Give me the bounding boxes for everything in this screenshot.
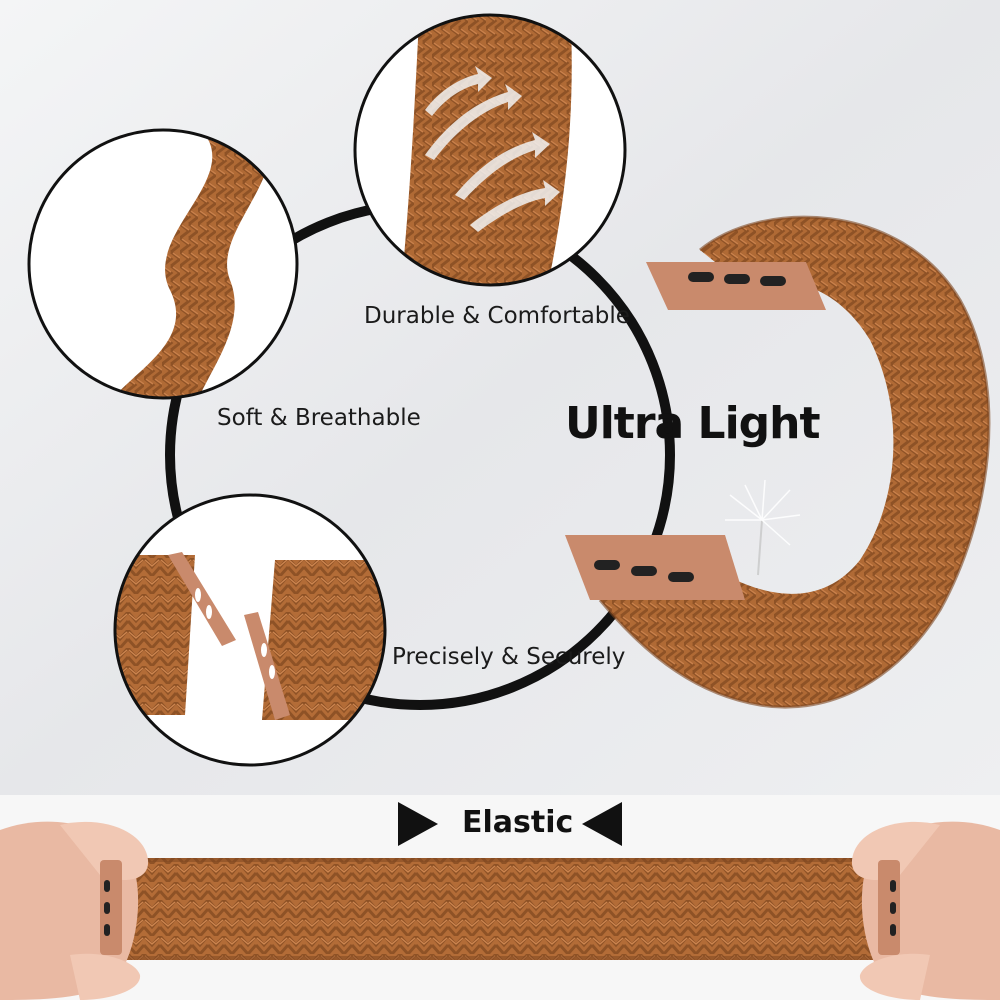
dandelion-icon xyxy=(725,479,801,576)
feature-circle-durable xyxy=(353,13,627,287)
elastic-label: Elastic xyxy=(462,805,574,840)
top-connector xyxy=(646,262,826,310)
right-hand xyxy=(851,821,1000,1000)
feature-label-soft: Soft & Breathable xyxy=(217,405,421,431)
bottom-connector xyxy=(565,535,745,600)
left-hand xyxy=(0,821,149,1000)
stretch-arrows-icon xyxy=(425,66,560,232)
feature-label-durable: Durable & Comfortable xyxy=(364,303,630,329)
arrow-left-icon xyxy=(582,802,622,846)
feature-circle-precise xyxy=(113,493,387,767)
arrow-right-icon xyxy=(398,802,438,846)
feature-label-precise: Precisely & Securely xyxy=(392,644,626,670)
feature-circle-soft xyxy=(27,128,299,400)
stretched-band xyxy=(110,858,900,960)
headline: Ultra Light xyxy=(565,398,821,449)
